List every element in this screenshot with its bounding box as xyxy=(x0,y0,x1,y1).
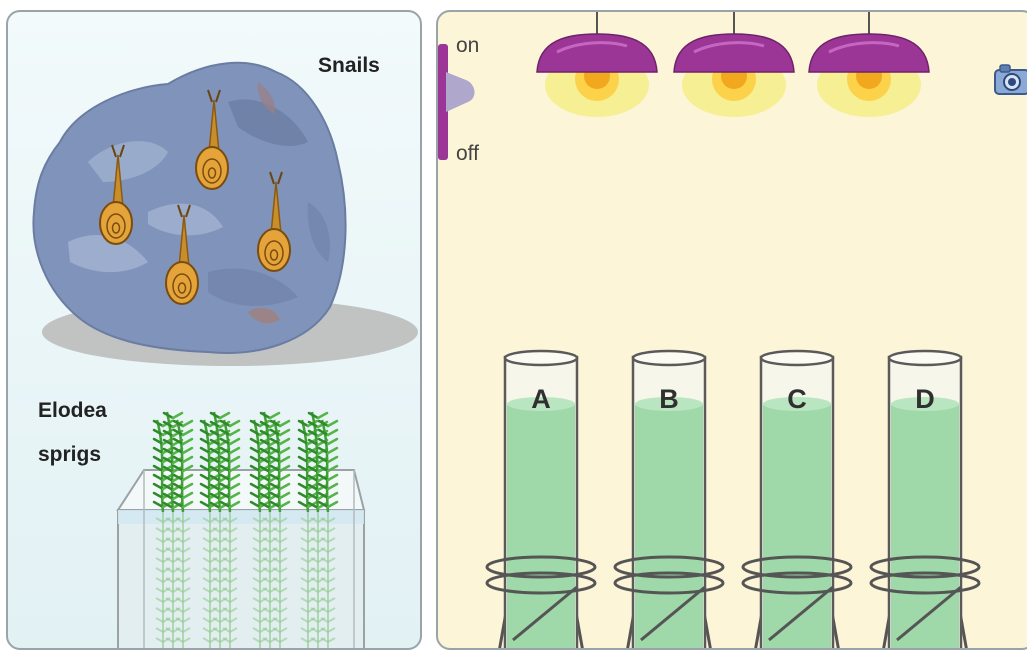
stand-ring xyxy=(613,555,725,579)
tube-liquid xyxy=(891,404,959,648)
switch-off-label: off xyxy=(456,142,479,165)
elodea-label-line1: Elodea xyxy=(38,399,107,422)
snail-4[interactable] xyxy=(257,171,291,272)
snail-1[interactable] xyxy=(99,144,133,245)
lamp-shade xyxy=(673,33,795,73)
tube-liquid xyxy=(507,404,575,648)
left-panel: Snails Elodea sprigs xyxy=(6,10,422,650)
light-switch[interactable] xyxy=(438,44,475,160)
tube-liquid xyxy=(635,404,703,648)
right-scene xyxy=(438,12,1027,650)
tube-c[interactable] xyxy=(741,349,853,650)
lamp-1[interactable] xyxy=(536,12,658,117)
lamp-shade xyxy=(536,33,658,73)
tube-b[interactable] xyxy=(613,349,725,650)
tube-label-a: A xyxy=(531,384,551,414)
lamp-2[interactable] xyxy=(673,12,795,117)
tube-label-b: B xyxy=(659,384,679,414)
switch-lever[interactable] xyxy=(446,72,475,112)
stand-ring xyxy=(869,555,981,579)
switch-on-label: on xyxy=(456,34,480,57)
elodea-label-line2: sprigs xyxy=(38,443,102,467)
right-panel: on off A B C D xyxy=(436,10,1027,650)
tube-label-c: C xyxy=(787,384,807,414)
lamps xyxy=(536,12,930,117)
test-tubes xyxy=(485,349,981,650)
snail-3[interactable] xyxy=(165,204,199,305)
left-scene xyxy=(32,61,418,648)
tube-liquid xyxy=(763,404,831,648)
tube-label-d: D xyxy=(915,384,935,414)
lamp-3[interactable] xyxy=(808,12,930,117)
elodea-label: Elodea sprigs xyxy=(38,399,107,467)
lamp-shade xyxy=(808,33,930,73)
snails-label: Snails xyxy=(318,54,380,77)
snail-2[interactable] xyxy=(195,89,229,190)
stand-ring xyxy=(485,555,597,579)
tube-a[interactable] xyxy=(485,349,597,650)
switch-track[interactable] xyxy=(438,44,448,160)
stand-ring xyxy=(741,555,853,579)
camera-icon[interactable] xyxy=(994,64,1027,95)
tube-d[interactable] xyxy=(869,349,981,650)
